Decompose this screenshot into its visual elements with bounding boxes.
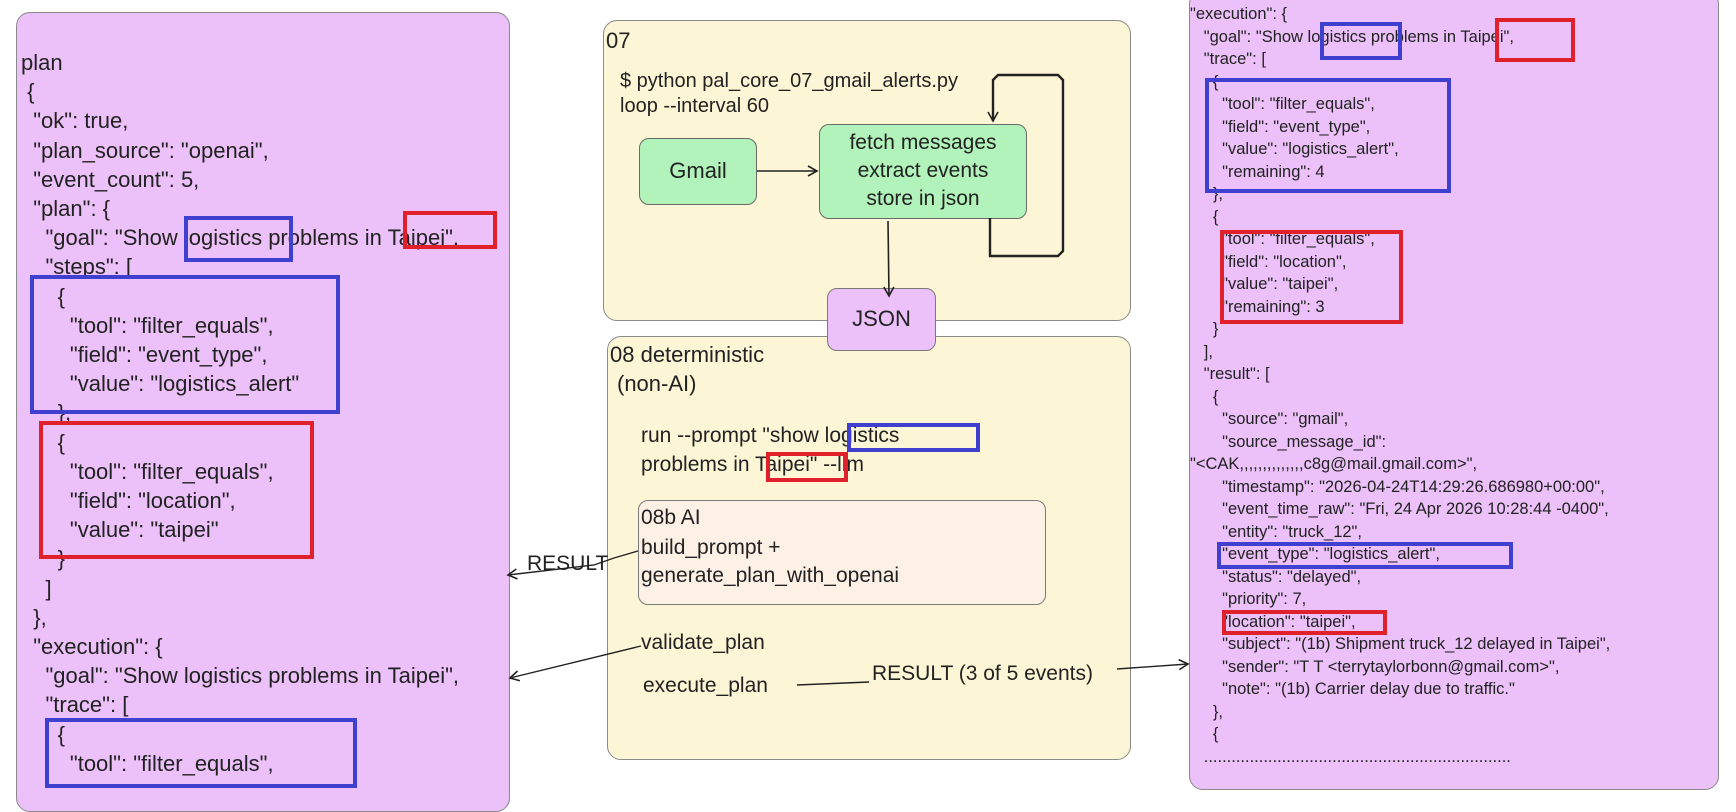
plan-json-line: "plan": { (21, 196, 111, 221)
highlight-result-location (1222, 610, 1387, 635)
execution-json-line: "remaining": 4 (1190, 162, 1325, 181)
result-left-label: RESULT (527, 552, 609, 575)
plan-json-line: "plan_source": "openai", (21, 137, 269, 163)
execution-json-line: "tool": "filter_equals", (1190, 95, 1375, 113)
execution-json-line: { (1190, 387, 1219, 406)
fetch-line-2: extract events (857, 159, 989, 182)
execution-json-line: "priority": 7, (1190, 590, 1307, 608)
result-right-label: RESULT (3 of 5 events) (872, 662, 1093, 685)
execution-json-line: ........................................… (1190, 747, 1511, 766)
step-08-title-1: 08 deterministic (610, 342, 765, 367)
execution-json-line: "<CAK,,,,,,,,,,,,,,c8g@mail.gmail.com>", (1190, 455, 1478, 473)
execution-json-panel: "execution": { "goal": "Show logistics p… (1189, 0, 1719, 790)
plan-json-line: "event_count": 5, (21, 166, 200, 192)
execution-json-line: "value": "logistics_alert", (1190, 140, 1399, 158)
json-node: JSON (827, 288, 936, 351)
execution-json-line: "source_message_id": (1190, 432, 1387, 451)
highlight-trace-event-type (1205, 78, 1451, 193)
plan-json-line: "tool": "filter_equals", (21, 458, 274, 484)
execution-json-line: } (1190, 320, 1219, 338)
ai-line-2: generate_plan_with_openai (641, 564, 900, 587)
highlight-trace-step (45, 718, 357, 788)
plan-json-line: "goal": "Show logistics problems in Taip… (21, 663, 460, 689)
highlight-trace-location (1220, 230, 1403, 324)
highlight-step-location (39, 421, 314, 559)
execution-json-line: "field": "location", (1190, 252, 1347, 271)
plan-json-line: "field": "location", (21, 488, 236, 513)
json-node-label: JSON (852, 306, 911, 331)
plan-json-line: { (21, 721, 66, 747)
fetch-line-1: fetch messages (849, 131, 997, 154)
highlight-logistics-plan (184, 216, 293, 262)
highlight-result-event-type (1217, 542, 1513, 569)
highlight-taipei-plan (403, 211, 497, 249)
plan-json-line: plan (21, 50, 63, 75)
run-command-2: problems in Taipei" --llm (641, 453, 864, 476)
run-command-1: run --prompt "show logistics (641, 424, 900, 447)
execution-json-line: { (1190, 725, 1219, 743)
highlight-logistics-exec (1320, 22, 1402, 60)
execution-json-line: "event_type": "logistics_alert", (1190, 545, 1440, 563)
plan-json-line: ] (21, 575, 52, 601)
step-07-title: 07 (606, 28, 631, 53)
plan-json-line: "trace": [ (21, 692, 129, 718)
plan-json-line: }, (21, 604, 47, 630)
execution-json-line: "entity": "truck_12", (1190, 522, 1362, 541)
gmail-node: Gmail (639, 138, 757, 205)
ai-line-1: build_prompt + (641, 536, 781, 559)
execution-json-line: "remaining": 3 (1190, 297, 1325, 316)
execution-json-line: ], (1190, 342, 1213, 361)
highlight-step-event-type (30, 275, 340, 414)
execution-json-line: "sender": "T T <terrytaylorbonn@gmail.co… (1190, 657, 1560, 676)
execution-json-line: "timestamp": "2026-04-24T14:29:26.686980… (1190, 477, 1605, 496)
command-line-2: loop --interval 60 (620, 95, 769, 117)
plan-json-line: "ok": true, (21, 108, 129, 134)
ai-title: 08b AI (641, 506, 701, 529)
execution-json-line: "note": "(1b) Carrier delay due to traff… (1190, 680, 1515, 698)
execution-json-line: "source": "gmail", (1190, 410, 1349, 428)
plan-json-line: "value": "logistics_alert" (21, 371, 300, 397)
plan-json-line: "execution": { (21, 634, 163, 659)
execution-json-line: "subject": "(1b) Shipment truck_12 delay… (1190, 635, 1611, 653)
step-08-title-2: (non-AI) (617, 371, 697, 396)
plan-json-line: { (21, 429, 66, 455)
execute-plan-label: execute_plan (643, 674, 768, 697)
execution-json-line: "event_time_raw": "Fri, 24 Apr 2026 10:2… (1190, 500, 1609, 518)
execution-json-line: }, (1190, 185, 1224, 203)
execution-json-line: "value": "taipei", (1190, 275, 1339, 293)
execution-json-line: "field": "event_type", (1190, 117, 1371, 136)
highlight-taipei-exec (1495, 18, 1575, 62)
execution-json-line: }, (1190, 702, 1224, 721)
fetch-line-3: store in json (866, 187, 980, 210)
execution-json-line: "location": "taipei", (1190, 612, 1356, 631)
execution-json-line: "trace": [ (1190, 50, 1266, 68)
execution-json-line: "tool": "filter_equals", (1190, 230, 1375, 248)
command-line-1: $ python pal_core_07_gmail_alerts.py (620, 70, 958, 92)
validate-plan-label: validate_plan (641, 631, 765, 654)
plan-json-line: { (21, 79, 35, 105)
highlight-taipei-run (766, 452, 848, 482)
execution-json-line: "execution": { (1190, 5, 1288, 23)
plan-json-line: "goal": "Show logistics problems in Taip… (21, 225, 460, 251)
fetch-node: fetch messages extract events store in j… (819, 124, 1027, 219)
execution-json-line: { (1190, 207, 1219, 226)
step-08b-ai-box: 08b AI build_prompt + generate_plan_with… (638, 500, 1046, 605)
gmail-label: Gmail (669, 158, 727, 183)
execution-json-line: "status": "delayed", (1190, 567, 1362, 586)
plan-json-line: "value": "taipei" (21, 517, 219, 543)
highlight-logistics-run (847, 423, 980, 452)
plan-json-line: { (21, 283, 66, 309)
execution-json-line: "result": [ (1190, 365, 1270, 383)
plan-json-line: "field": "event_type", (21, 342, 268, 367)
plan-json-line: "tool": "filter_equals", (21, 312, 274, 338)
